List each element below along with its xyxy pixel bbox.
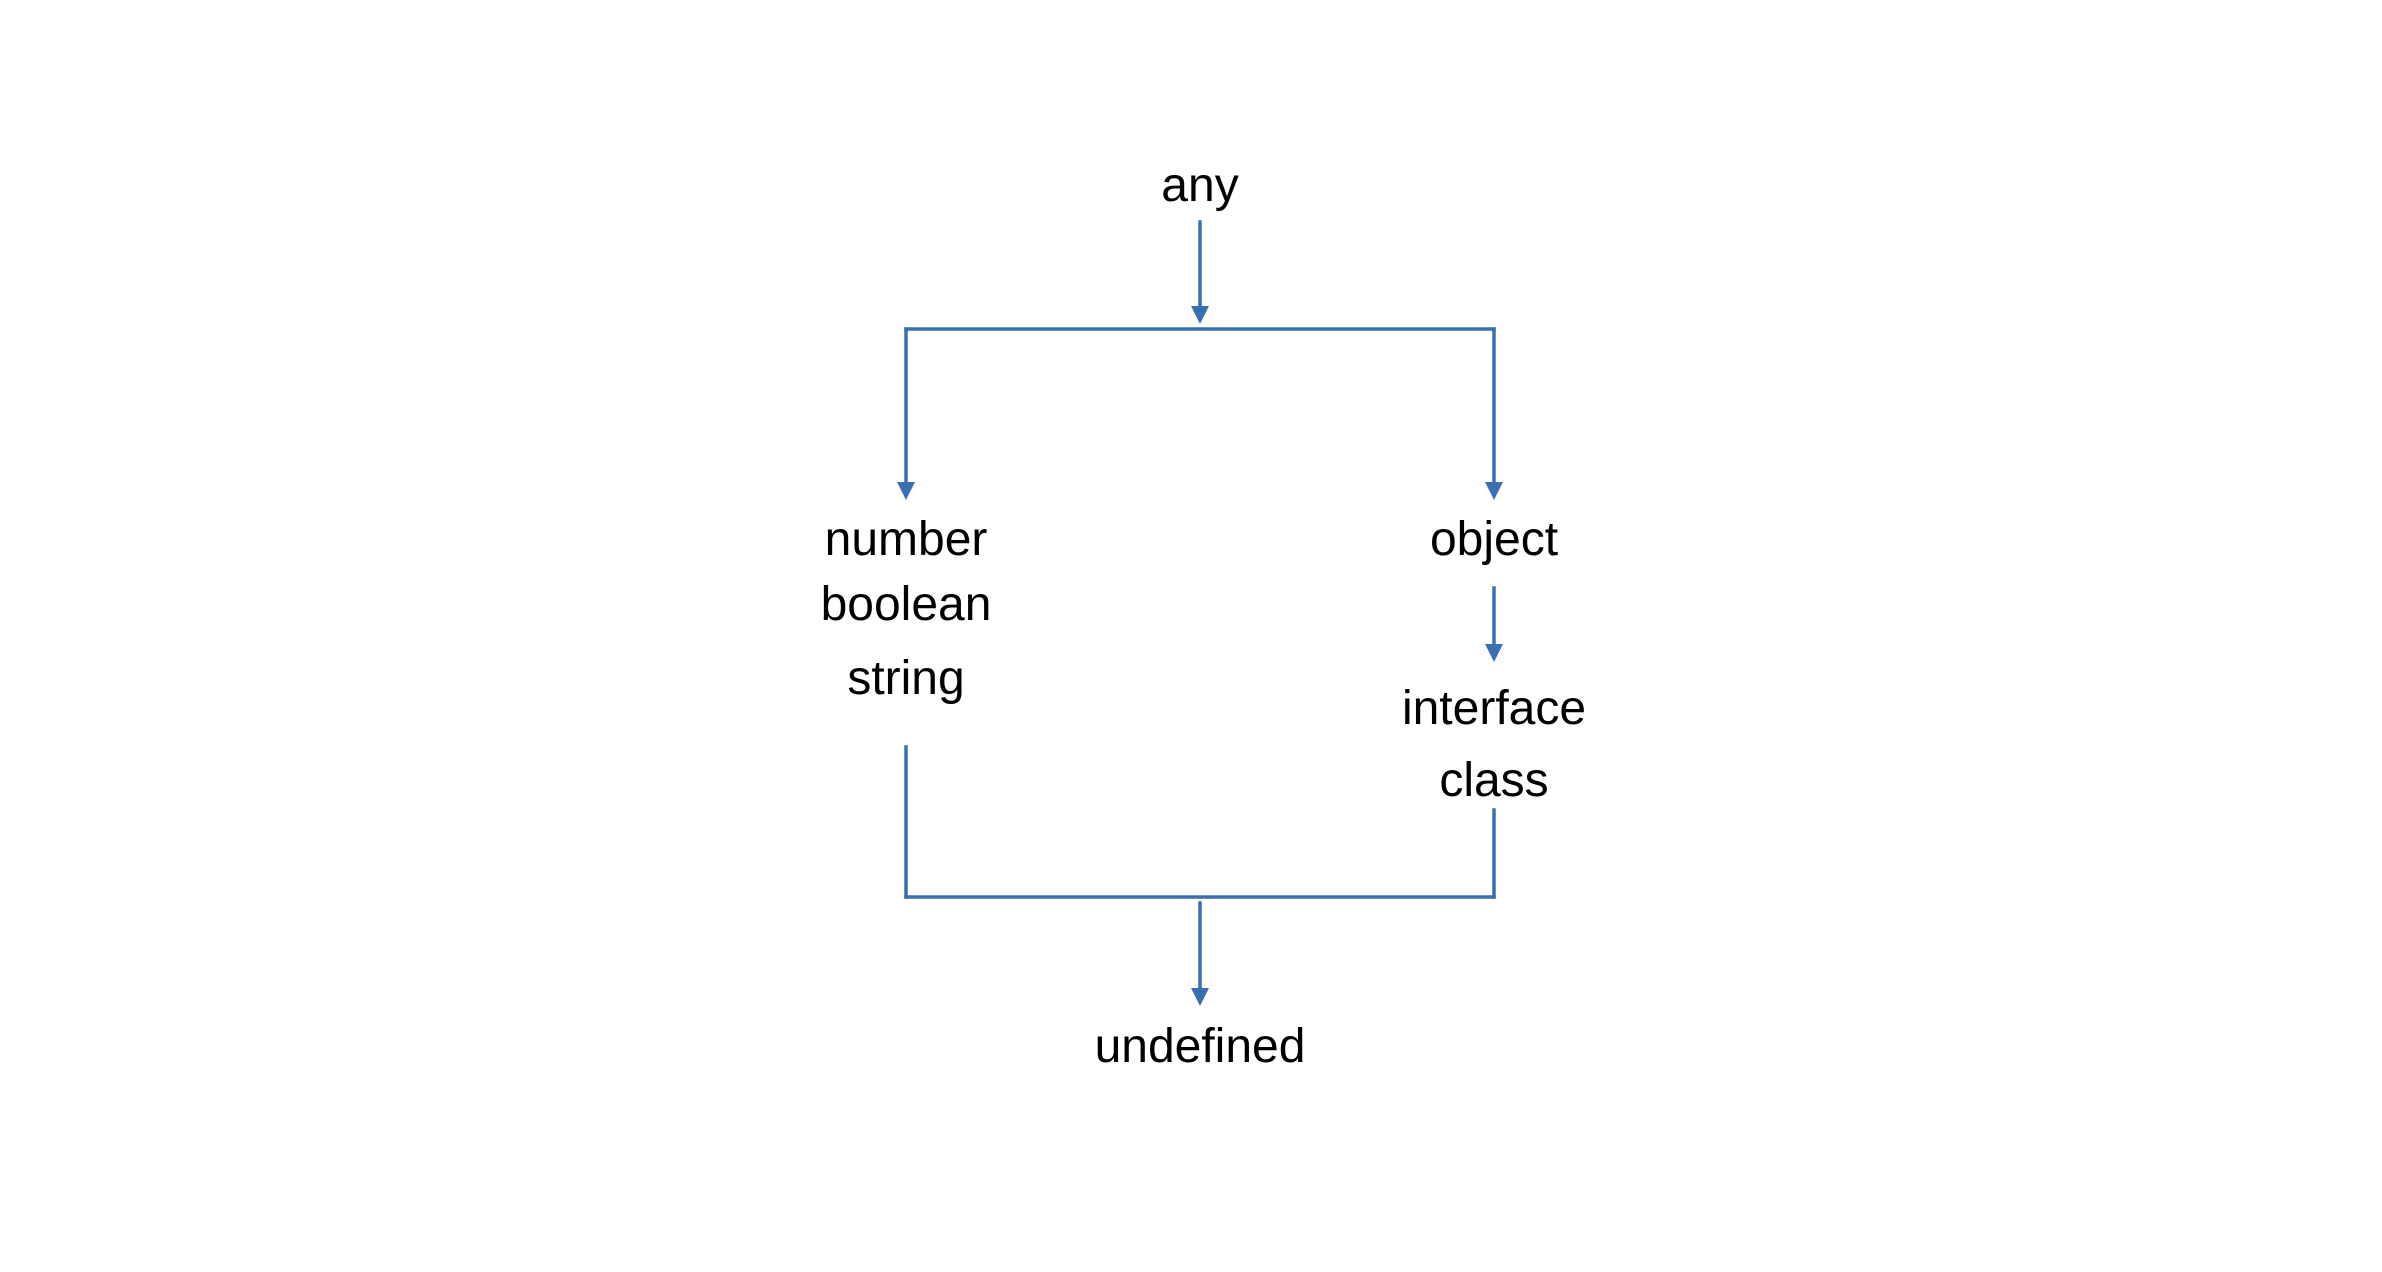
edges xyxy=(897,220,1503,1006)
node-boolean: boolean xyxy=(821,578,992,631)
arrow-to-primitives-icon xyxy=(897,482,915,500)
arrow-any-to-bus-icon xyxy=(1191,306,1209,324)
node-object: object xyxy=(1430,513,1558,566)
node-undefined: undefined xyxy=(1095,1020,1306,1073)
arrow-to-undefined-icon xyxy=(1191,988,1209,1006)
node-labels: any number boolean string object interfa… xyxy=(821,159,1586,1073)
node-class: class xyxy=(1439,754,1548,807)
node-interface: interface xyxy=(1402,682,1586,735)
arrow-to-subtypes-icon xyxy=(1485,644,1503,662)
node-number: number xyxy=(825,513,988,566)
node-any: any xyxy=(1161,159,1238,212)
arrow-to-object-icon xyxy=(1485,482,1503,500)
node-string: string xyxy=(847,652,964,705)
